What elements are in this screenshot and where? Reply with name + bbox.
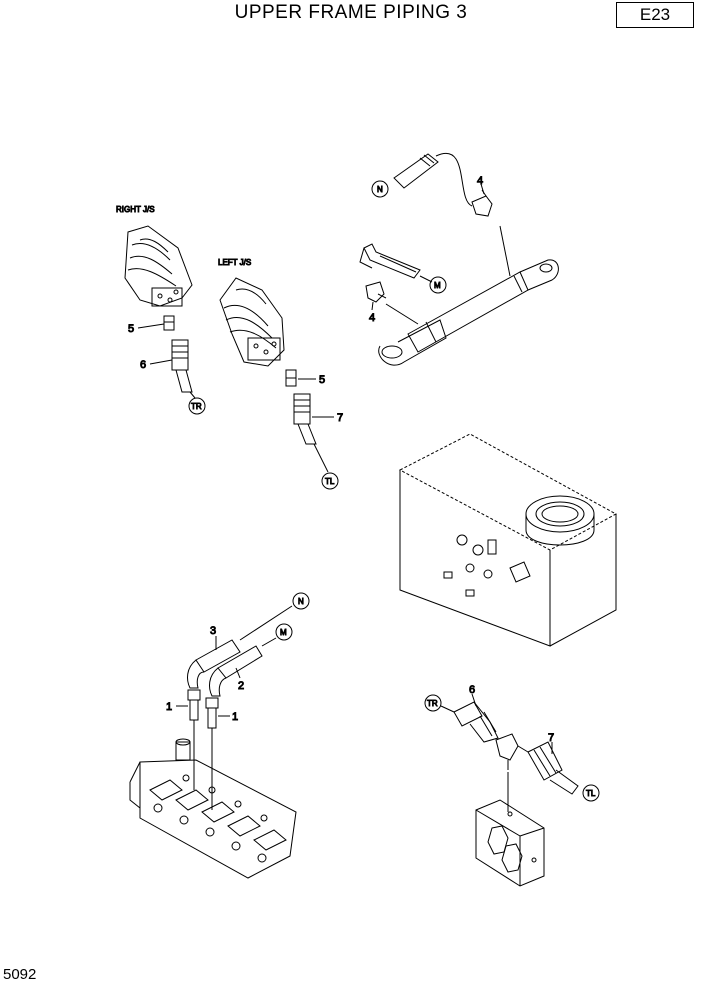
- tag-tl-block: TL: [586, 789, 596, 798]
- right-fitting-5: [163, 315, 175, 331]
- fitting-1-left: [187, 689, 201, 790]
- hydraulic-tank: [398, 433, 618, 647]
- right-js-label: RIGHT J/S: [116, 205, 155, 214]
- left-joystick: [219, 277, 285, 367]
- cylinder: [378, 225, 559, 366]
- tag-m-top: M: [434, 281, 441, 290]
- right-joystick: [124, 225, 193, 307]
- tag-tl-left: TL: [325, 477, 335, 486]
- tag-n-top: N: [377, 185, 383, 194]
- control-valve-block: [129, 738, 297, 879]
- hose-3: [187, 605, 293, 689]
- page-title: UPPER FRAME PIPING 3: [234, 2, 468, 23]
- top-hose: [393, 152, 473, 207]
- left-fitting-5: [285, 369, 297, 387]
- part-number-1-left: 1: [166, 701, 172, 713]
- hose-2: [209, 637, 277, 697]
- elbow-4-bottom: [365, 281, 387, 303]
- part-number-3: 3: [210, 625, 216, 637]
- long-hose-m: [359, 243, 421, 279]
- part-number-7-block: 7: [548, 732, 554, 744]
- tag-tr-block: TR: [427, 699, 438, 708]
- part-number-4-top: 4: [477, 175, 483, 187]
- part-number-4-bottom: 4: [369, 312, 375, 324]
- hose-7-block: [527, 741, 579, 795]
- elbow-4-top: [471, 189, 493, 217]
- part-number-6-block: 6: [469, 684, 475, 696]
- fitting-1-right: [205, 697, 219, 810]
- part-number-2: 2: [238, 680, 244, 692]
- part-number-5-right: 5: [128, 323, 134, 335]
- part-number-1-right: 1: [232, 711, 238, 723]
- hose-6-block: [453, 701, 499, 743]
- tag-m-valve: M: [280, 628, 287, 637]
- part-number-6-right: 6: [140, 359, 146, 371]
- tag-tr-left: TR: [191, 402, 202, 411]
- left-js-label: LEFT J/S: [218, 258, 251, 267]
- left-hose-7: [293, 393, 329, 473]
- part-number-7-left: 7: [337, 412, 343, 424]
- valve-manifold-block: [475, 799, 545, 887]
- part-number-5-left: 5: [319, 374, 325, 386]
- tag-n-valve: N: [298, 597, 304, 606]
- page-code-badge: E23: [616, 2, 694, 28]
- figure-number: 5092: [3, 966, 37, 983]
- right-hose-6: [171, 339, 196, 399]
